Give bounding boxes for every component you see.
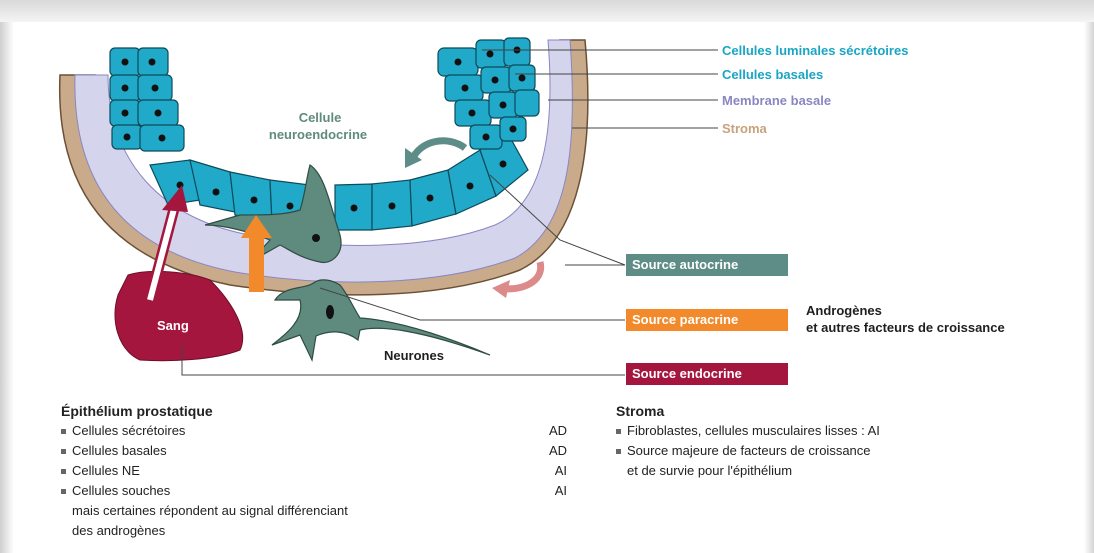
source-endocrine-box: Source endocrine xyxy=(626,363,788,385)
list-item: Cellules souches AI xyxy=(61,481,567,501)
autocrine-arrow-top xyxy=(412,141,465,160)
epithelium-note-line2: des androgènes xyxy=(61,521,567,541)
list-item: Source majeure de facteurs de croissance xyxy=(616,441,1056,461)
epithelium-title: Épithélium prostatique xyxy=(61,403,567,419)
stroma-continuation: et de survie pour l'épithélium xyxy=(616,461,1056,481)
epithelium-list: Épithélium prostatique Cellules sécrétoi… xyxy=(61,403,567,541)
stroma-list: Stroma Fibroblastes, cellules musculaire… xyxy=(616,403,1056,481)
list-item: Fibroblastes, cellules musculaires lisse… xyxy=(616,421,1056,441)
label-neuroendocrine-line2: neuroendocrine xyxy=(248,127,388,142)
list-item-value: AD xyxy=(549,441,567,461)
epithelium-note-line1: mais certaines répondent au signal diffé… xyxy=(61,501,567,521)
label-neurones: Neurones xyxy=(384,348,444,363)
androgen-label-line1: Androgènes xyxy=(806,303,882,318)
list-item-label: Cellules NE xyxy=(72,463,140,478)
label-neuroendocrine-line1: Cellule xyxy=(285,110,355,125)
bullet-icon xyxy=(616,429,621,434)
list-item: Cellules sécrétoires AD xyxy=(61,421,567,441)
list-item: Cellules basales AD xyxy=(61,441,567,461)
list-item-label: Cellules souches xyxy=(72,483,170,498)
list-item-label: Source majeure de facteurs de croissance xyxy=(627,443,871,458)
bullet-icon xyxy=(616,449,621,454)
list-item-label: Cellules sécrétoires xyxy=(72,423,185,438)
source-paracrine-box: Source paracrine xyxy=(626,309,788,331)
list-item-value: AI xyxy=(555,461,567,481)
bullet-icon xyxy=(61,449,66,454)
list-item-label: Cellules basales xyxy=(72,443,167,458)
left-cell-column xyxy=(110,48,184,151)
label-luminal-cells: Cellules luminales sécrétoires xyxy=(722,43,908,58)
blood-vessel xyxy=(115,271,243,360)
source-autocrine-box: Source autocrine xyxy=(626,254,788,276)
androgen-label-line2: et autres facteurs de croissance xyxy=(806,320,1005,335)
label-basement-membrane: Membrane basale xyxy=(722,93,831,108)
stroma-title: Stroma xyxy=(616,403,1056,419)
label-basal-cells: Cellules basales xyxy=(722,67,823,82)
list-item-value: AI xyxy=(555,481,567,501)
label-stroma: Stroma xyxy=(722,121,767,136)
bullet-icon xyxy=(61,469,66,474)
autocrine-arrowhead-bottom xyxy=(492,280,510,298)
bullet-icon xyxy=(61,489,66,494)
label-sang: Sang xyxy=(157,318,189,333)
list-item-value: AD xyxy=(549,421,567,441)
bullet-icon xyxy=(61,429,66,434)
list-item: Cellules NE AI xyxy=(61,461,567,481)
list-item-label: Fibroblastes, cellules musculaires lisse… xyxy=(627,423,880,438)
